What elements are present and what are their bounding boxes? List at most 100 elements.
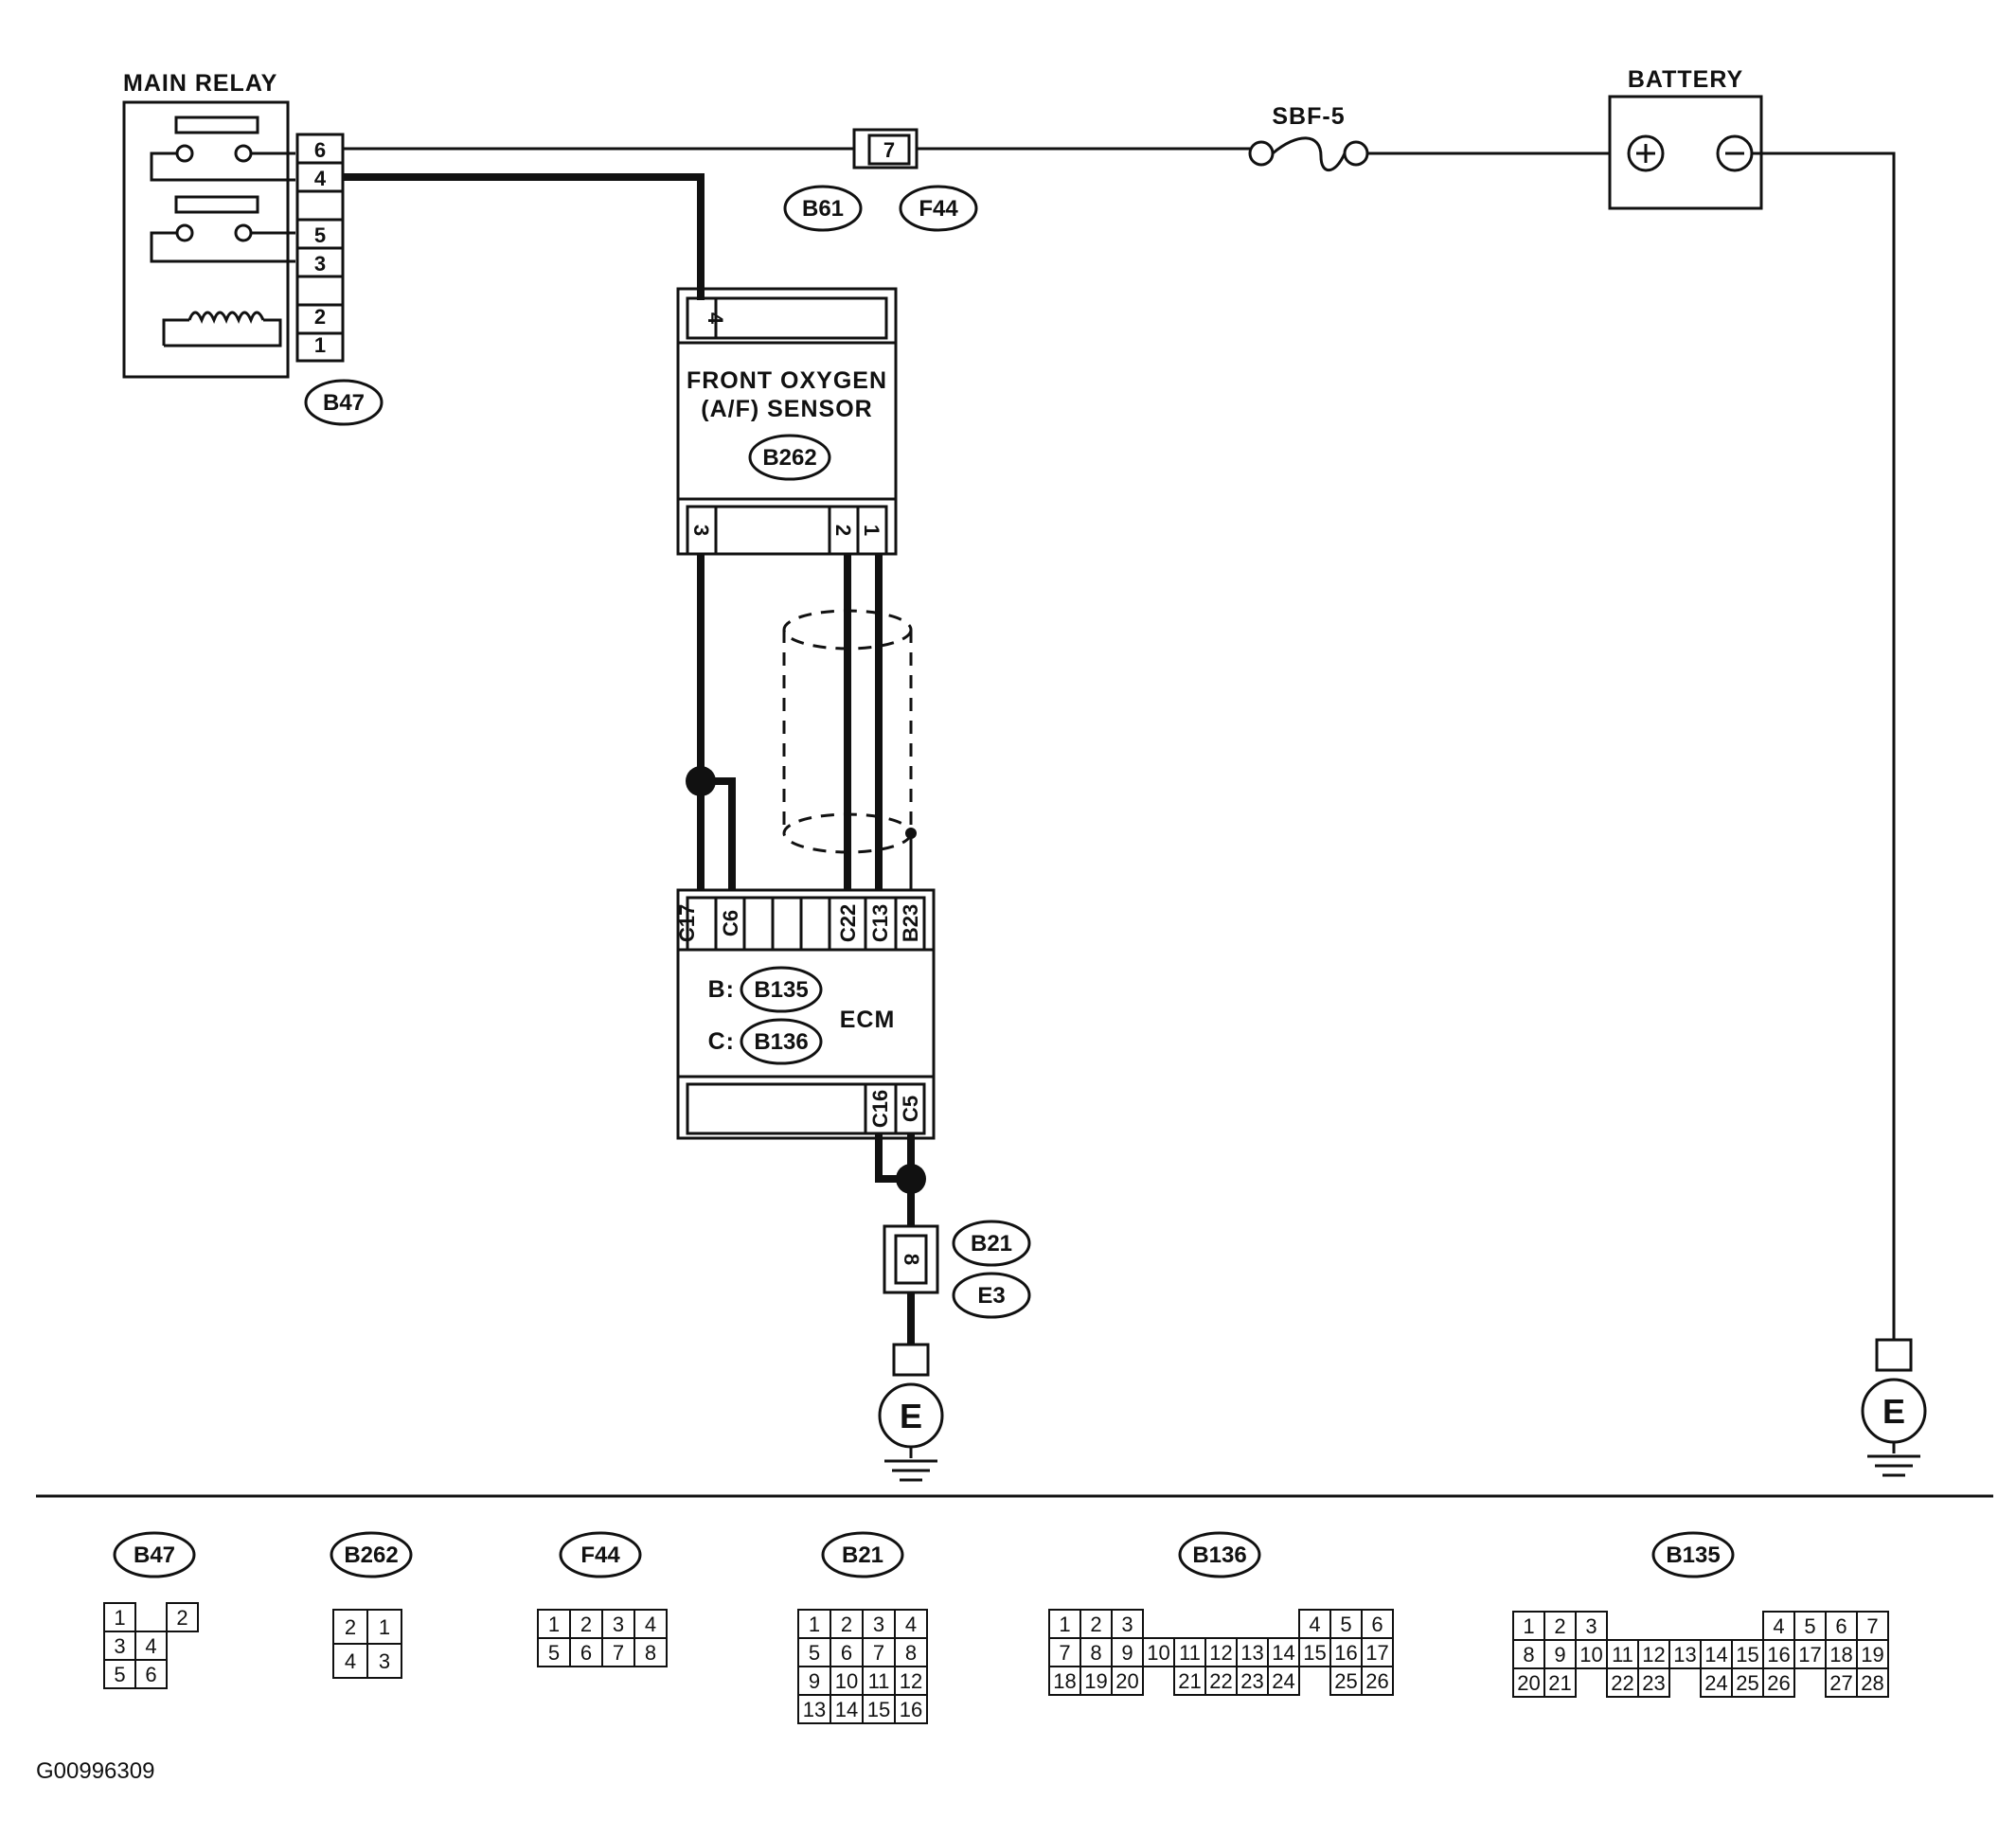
tag-f44 <box>899 185 978 232</box>
legend-pin-number: 21 <box>1178 1669 1201 1693</box>
legend-pin-number: 10 <box>1147 1641 1169 1665</box>
legend-tag <box>330 1531 413 1578</box>
legend-pin-number: 14 <box>835 1698 858 1721</box>
legend-pin-number: 6 <box>841 1641 852 1665</box>
legend-pin-number: 25 <box>1736 1671 1758 1695</box>
legend-pin-number: 1 <box>1059 1613 1070 1636</box>
legend-pin-number: 20 <box>1517 1671 1540 1695</box>
legend-pin-number: 28 <box>1861 1671 1883 1695</box>
legend-pin-number: 8 <box>905 1641 917 1665</box>
legend-pin-number: 4 <box>345 1649 356 1673</box>
legend-pin-number: 6 <box>1835 1614 1847 1638</box>
ground-right-symbol: E <box>1882 1392 1905 1431</box>
ecm-pin-b23: B23 <box>899 904 922 942</box>
tag-b136-label: B136 <box>754 1029 808 1055</box>
legend-tag-label: F44 <box>580 1542 620 1568</box>
battery-plus-icon <box>1627 134 1665 172</box>
legend-pin-number: 7 <box>1059 1641 1070 1665</box>
legend-pin-number: 1 <box>809 1613 820 1636</box>
main-relay <box>122 100 345 379</box>
legend-pin-number: 19 <box>1861 1643 1883 1667</box>
legend-pin-number: 9 <box>809 1669 820 1693</box>
legend-pin-number: 9 <box>1121 1641 1133 1665</box>
legend-pin-number: 3 <box>379 1649 390 1673</box>
legend-pin-number: 14 <box>1272 1641 1294 1665</box>
legend-pin-number: 7 <box>873 1641 884 1665</box>
main-relay-body <box>122 100 290 379</box>
sensor-title-line2: (A/F) SENSOR <box>701 396 872 422</box>
legend-pin-number: 1 <box>379 1615 390 1639</box>
relay-pin: 2 <box>314 305 326 329</box>
legend-pin-number: 3 <box>1585 1614 1597 1638</box>
legend-pin-number: 18 <box>1829 1643 1852 1667</box>
legend-pin-cell <box>633 1637 668 1667</box>
legend-pin-number: 6 <box>1371 1613 1383 1636</box>
legend-pin-number: 20 <box>1115 1669 1138 1693</box>
legend-pin-number: 12 <box>1642 1643 1665 1667</box>
sensor-pin-1: 1 <box>860 525 883 536</box>
legend-tag <box>1651 1531 1735 1578</box>
legend-pin-number: 8 <box>1523 1643 1534 1667</box>
sensor-pin-2: 2 <box>831 525 855 536</box>
relay-contact-bar <box>174 195 259 214</box>
relay-pin: 4 <box>314 167 327 190</box>
legend-pin-number: 16 <box>900 1698 922 1721</box>
relay-contact-bar <box>174 116 259 134</box>
ecm <box>676 888 936 1140</box>
legend-pin-number: 2 <box>176 1606 187 1630</box>
legend-tag-label: B47 <box>134 1542 175 1568</box>
legend-pin-number: 3 <box>613 1613 624 1636</box>
legend-pin-number: 5 <box>1340 1613 1351 1636</box>
legend-pin-number: 4 <box>645 1613 656 1636</box>
legend-tag <box>113 1531 196 1578</box>
legend-pin-number: 19 <box>1084 1669 1107 1693</box>
legend-pin-cell <box>1111 1666 1144 1696</box>
legend-pin-number: 14 <box>1704 1643 1727 1667</box>
ecm-pin-c6: C6 <box>719 910 742 936</box>
tag-b21 <box>952 1220 1031 1267</box>
legend-pin-number: 5 <box>548 1641 560 1665</box>
fuse-icon <box>1248 136 1369 172</box>
relay-pin: 6 <box>314 138 326 162</box>
legend-pin-cell <box>134 1659 168 1689</box>
legend-pin-number: 17 <box>1365 1641 1388 1665</box>
legend-pin-number: 8 <box>1090 1641 1101 1665</box>
sensor-title-line1: FRONT OXYGEN <box>687 367 887 394</box>
legend-pin-number: 15 <box>1736 1643 1758 1667</box>
legend-pin-number: 9 <box>1554 1643 1565 1667</box>
legend-pin-number: 2 <box>345 1615 356 1639</box>
legend-tag-label: B136 <box>1192 1542 1246 1568</box>
legend-pin-number: 24 <box>1704 1671 1727 1695</box>
ecm-pin-c22: C22 <box>836 904 860 942</box>
ecm-pin-c17: C17 <box>675 904 699 942</box>
shield-ground-dot <box>905 828 917 839</box>
tag-b61 <box>783 185 863 232</box>
main-relay-label: MAIN RELAY <box>123 70 277 97</box>
tag-b135 <box>740 966 823 1013</box>
wire-battery-to-ground <box>1752 152 1896 1340</box>
tag-b61-label: B61 <box>802 196 844 222</box>
front-oxygen-sensor <box>676 287 898 556</box>
legend-pin-cell <box>1856 1667 1889 1698</box>
fuse-label: SBF-5 <box>1272 103 1345 130</box>
ecm-pin-c16: C16 <box>868 1090 892 1128</box>
legend-pin-number: 7 <box>613 1641 624 1665</box>
legend-pin-number: 27 <box>1829 1671 1852 1695</box>
tag-b47 <box>304 379 384 426</box>
legend-pin-number: 24 <box>1272 1669 1294 1693</box>
legend-pin-cell <box>1267 1666 1300 1696</box>
relay-coil-wire <box>162 318 282 348</box>
ground-right <box>1861 1338 1927 1477</box>
legend-pin-number: 6 <box>145 1663 156 1686</box>
legend-pin-number: 12 <box>1209 1641 1232 1665</box>
legend-pin-number: 13 <box>803 1698 826 1721</box>
tag-b262-label: B262 <box>762 445 816 471</box>
wire-splice-to-c6 <box>701 777 736 890</box>
inline-pin-7: 7 <box>883 138 895 162</box>
legend-pin-number: 15 <box>1303 1641 1326 1665</box>
legend-pin-number: 23 <box>1240 1669 1263 1693</box>
